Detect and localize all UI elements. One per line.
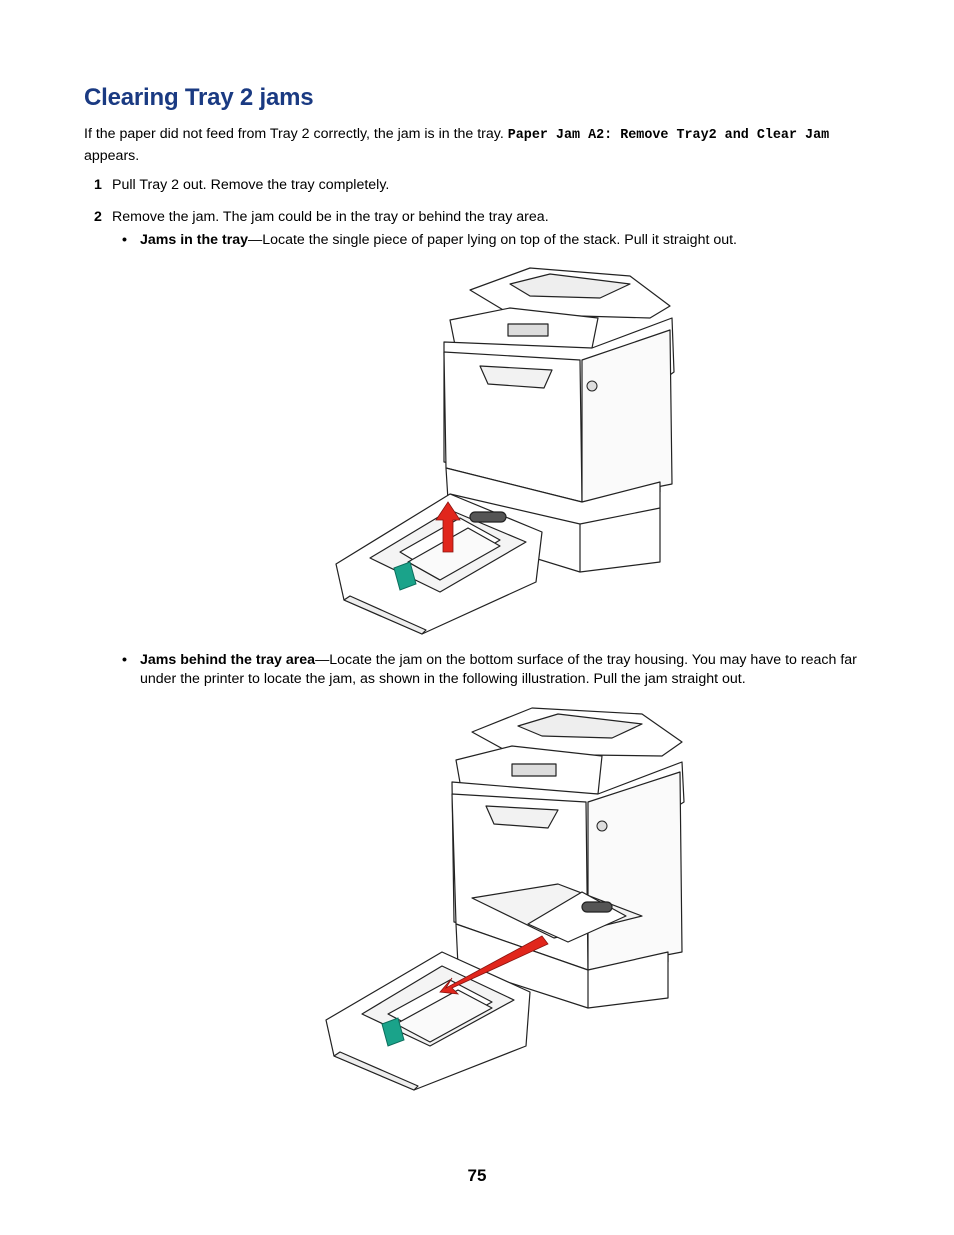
intro-paragraph: If the paper did not feed from Tray 2 co… bbox=[84, 124, 884, 166]
bullet-description: —Locate the single piece of paper lying … bbox=[248, 232, 738, 248]
step-number: 2 bbox=[94, 209, 102, 225]
step-2: 2 Remove the jam. The jam could be in the… bbox=[84, 207, 549, 227]
step-text: Pull Tray 2 out. Remove the tray complet… bbox=[112, 177, 390, 193]
intro-text: If the paper did not feed from Tray 2 co… bbox=[84, 126, 508, 142]
step-number: 1 bbox=[94, 177, 102, 193]
step-1: 1 Pull Tray 2 out. Remove the tray comple… bbox=[84, 175, 389, 195]
intro-text-end: appears. bbox=[84, 148, 140, 164]
printer-behind-tray-jam-illustration bbox=[325, 707, 685, 1091]
bullet-title: Jams in the tray bbox=[140, 232, 249, 248]
bullet-description: —Locate the jam on the bottom surface of… bbox=[140, 652, 857, 687]
bullet-marker: • bbox=[122, 652, 127, 668]
section-heading: Clearing Tray 2 jams bbox=[84, 84, 314, 111]
error-message-code: Paper Jam A2: Remove Tray2 and Clear Jam bbox=[507, 128, 830, 143]
step-text: Remove the jam. The jam could be in the … bbox=[112, 209, 549, 225]
bullet-marker: • bbox=[122, 232, 127, 248]
bullet-title: Jams behind the tray area bbox=[140, 652, 316, 668]
bullet-jams-behind-tray: • Jams behind the tray area—Locate the j… bbox=[122, 651, 882, 689]
bullet-jams-in-tray: • Jams in the tray—Locate the single pie… bbox=[122, 231, 882, 250]
page-number: 75 bbox=[467, 1166, 487, 1185]
printer-tray-jam-illustration bbox=[335, 267, 675, 635]
